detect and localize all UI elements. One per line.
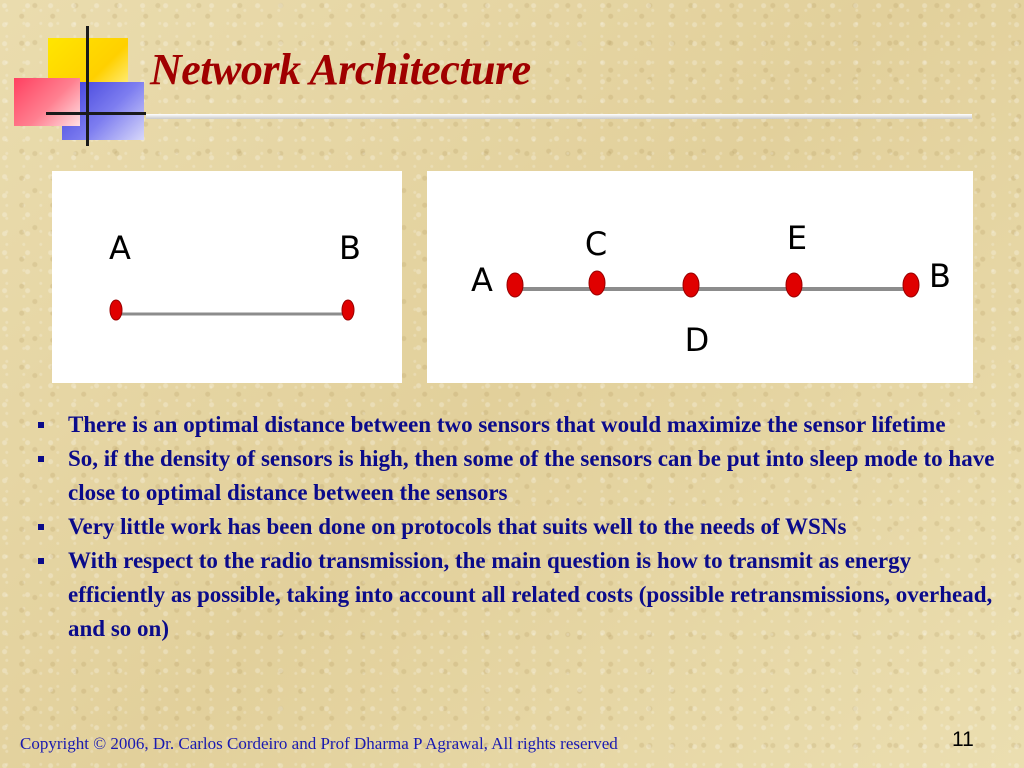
diagram-multi-hop-svg: A C D E B <box>471 219 951 359</box>
bullet-square-icon <box>38 524 44 530</box>
bullet-square-icon <box>38 456 44 462</box>
node-b <box>341 299 355 321</box>
bullet-item: There is an optimal distance between two… <box>36 408 996 442</box>
decorative-logo <box>10 20 150 150</box>
bullet-item: So, if the density of sensors is high, t… <box>36 442 996 510</box>
node-c <box>588 270 606 296</box>
diagram-multi-hop: A C D E B <box>427 171 973 383</box>
node-e <box>785 272 803 298</box>
red-square <box>14 78 80 126</box>
node-d-label: D <box>685 321 710 359</box>
node-a <box>109 299 123 321</box>
node-c-label: C <box>585 225 607 263</box>
node-a <box>506 272 524 298</box>
node-b-label: B <box>929 257 951 295</box>
bullet-text: With respect to the radio transmission, … <box>68 548 993 641</box>
slide-title: Network Architecture <box>150 45 531 94</box>
copyright-footer: Copyright © 2006, Dr. Carlos Cordeiro an… <box>20 734 618 753</box>
bullet-text: There is an optimal distance between two… <box>68 412 946 437</box>
bullet-item: With respect to the radio transmission, … <box>36 544 996 646</box>
node-d <box>682 272 700 298</box>
bullet-text: So, if the density of sensors is high, t… <box>68 446 995 505</box>
bullet-item: Very little work has been done on protoc… <box>36 510 996 544</box>
node-a-label: A <box>471 261 493 299</box>
bullet-text: Very little work has been done on protoc… <box>68 514 847 539</box>
bullet-list: There is an optimal distance between two… <box>36 408 996 646</box>
node-a-label: A <box>109 229 131 267</box>
node-b-label: B <box>339 229 361 267</box>
vertical-line <box>86 26 89 146</box>
bullet-square-icon <box>38 422 44 428</box>
diagram-two-nodes: A B <box>52 171 402 383</box>
bullet-square-icon <box>38 558 44 564</box>
page-number: 11 <box>952 728 974 751</box>
diagram-two-nodes-svg: A B <box>109 229 361 321</box>
title-underline <box>146 114 972 119</box>
node-e-label: E <box>787 219 807 257</box>
horizontal-line <box>46 112 146 115</box>
node-b <box>902 272 920 298</box>
